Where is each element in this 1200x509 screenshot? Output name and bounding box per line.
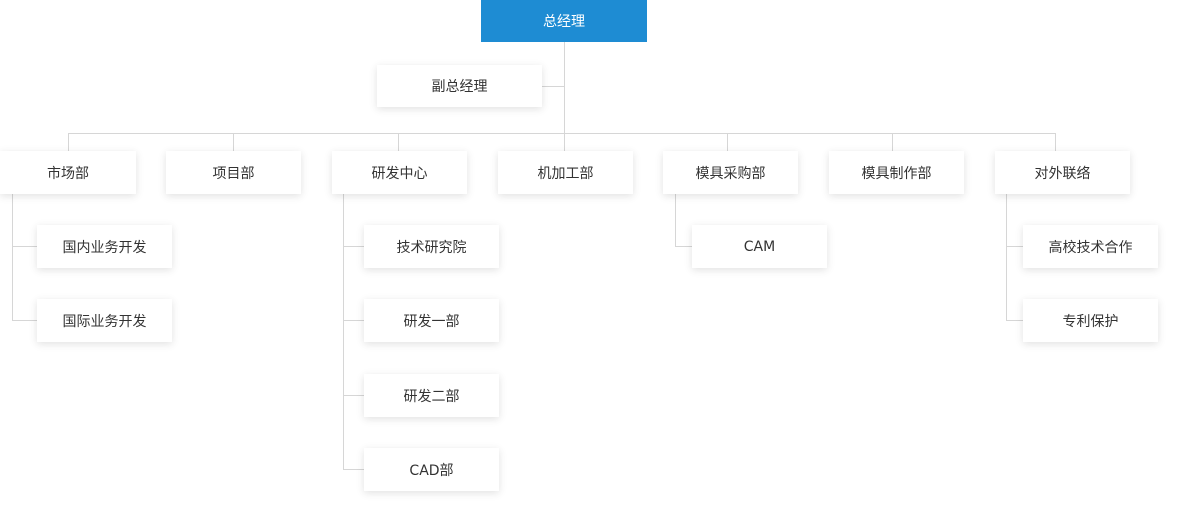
node-dept-rd-center: 研发中心	[332, 151, 467, 194]
connector-dept-4	[564, 133, 565, 151]
node-dept-project: 项目部	[166, 151, 301, 194]
connector-liaison-vertical	[1006, 194, 1007, 320]
connector-rd-child-3	[343, 395, 364, 396]
node-rd-dept-1: 研发一部	[364, 299, 499, 342]
node-dept-mold-making: 模具制作部	[829, 151, 964, 194]
node-patent-protection: 专利保护	[1023, 299, 1158, 342]
node-cad-dept: CAD部	[364, 448, 499, 491]
connector-liaison-child-2	[1006, 320, 1023, 321]
connector-dept-5	[727, 133, 728, 151]
connector-root-vertical	[564, 42, 565, 134]
node-domestic-business: 国内业务开发	[37, 225, 172, 268]
node-deputy-general-manager: 副总经理	[377, 65, 542, 107]
connector-dept-1	[68, 133, 69, 151]
node-rd-dept-2: 研发二部	[364, 374, 499, 417]
connector-market-child-2	[12, 320, 37, 321]
node-dept-mold-purchasing: 模具采购部	[663, 151, 798, 194]
node-dept-external-liaison: 对外联络	[995, 151, 1130, 194]
connector-horizontal-bus	[68, 133, 1056, 134]
connector-rd-child-4	[343, 469, 364, 470]
connector-market-vertical	[12, 194, 13, 320]
connector-dept-7	[1055, 133, 1056, 151]
node-cam: CAM	[692, 225, 827, 268]
connector-dept-2	[233, 133, 234, 151]
connector-dept-6	[892, 133, 893, 151]
connector-dept-3	[398, 133, 399, 151]
node-university-cooperation: 高校技术合作	[1023, 225, 1158, 268]
node-international-business: 国际业务开发	[37, 299, 172, 342]
connector-purchase-vertical	[675, 194, 676, 247]
connector-deputy	[542, 86, 565, 87]
node-general-manager: 总经理	[481, 0, 647, 42]
connector-rd-vertical	[343, 194, 344, 469]
connector-market-child-1	[12, 246, 37, 247]
connector-purchase-child-1	[675, 246, 692, 247]
node-tech-institute: 技术研究院	[364, 225, 499, 268]
node-dept-market: 市场部	[0, 151, 136, 194]
node-dept-machining: 机加工部	[498, 151, 633, 194]
connector-rd-child-1	[343, 246, 364, 247]
connector-liaison-child-1	[1006, 246, 1023, 247]
connector-rd-child-2	[343, 320, 364, 321]
